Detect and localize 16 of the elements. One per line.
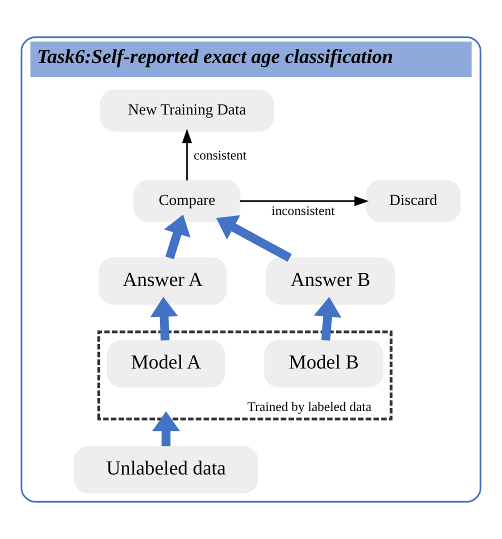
node-box: Model A	[107, 340, 226, 388]
arrow	[216, 215, 292, 262]
edge-label: inconsistent	[272, 202, 335, 218]
node-box: Discard	[366, 180, 461, 222]
node-box: Unlabeled data	[74, 446, 258, 494]
node-box: Answer B	[266, 257, 395, 305]
arrow	[240, 196, 369, 206]
edge-label: consistent	[194, 147, 247, 162]
node-box: Answer A	[98, 257, 227, 305]
arrow	[150, 296, 178, 340]
node-box: Compare	[134, 180, 241, 222]
arrow	[182, 128, 192, 180]
node-box: Model B	[264, 340, 384, 388]
node-box: New Training Data	[100, 90, 274, 132]
arrow	[152, 411, 180, 446]
arrow	[164, 214, 190, 260]
